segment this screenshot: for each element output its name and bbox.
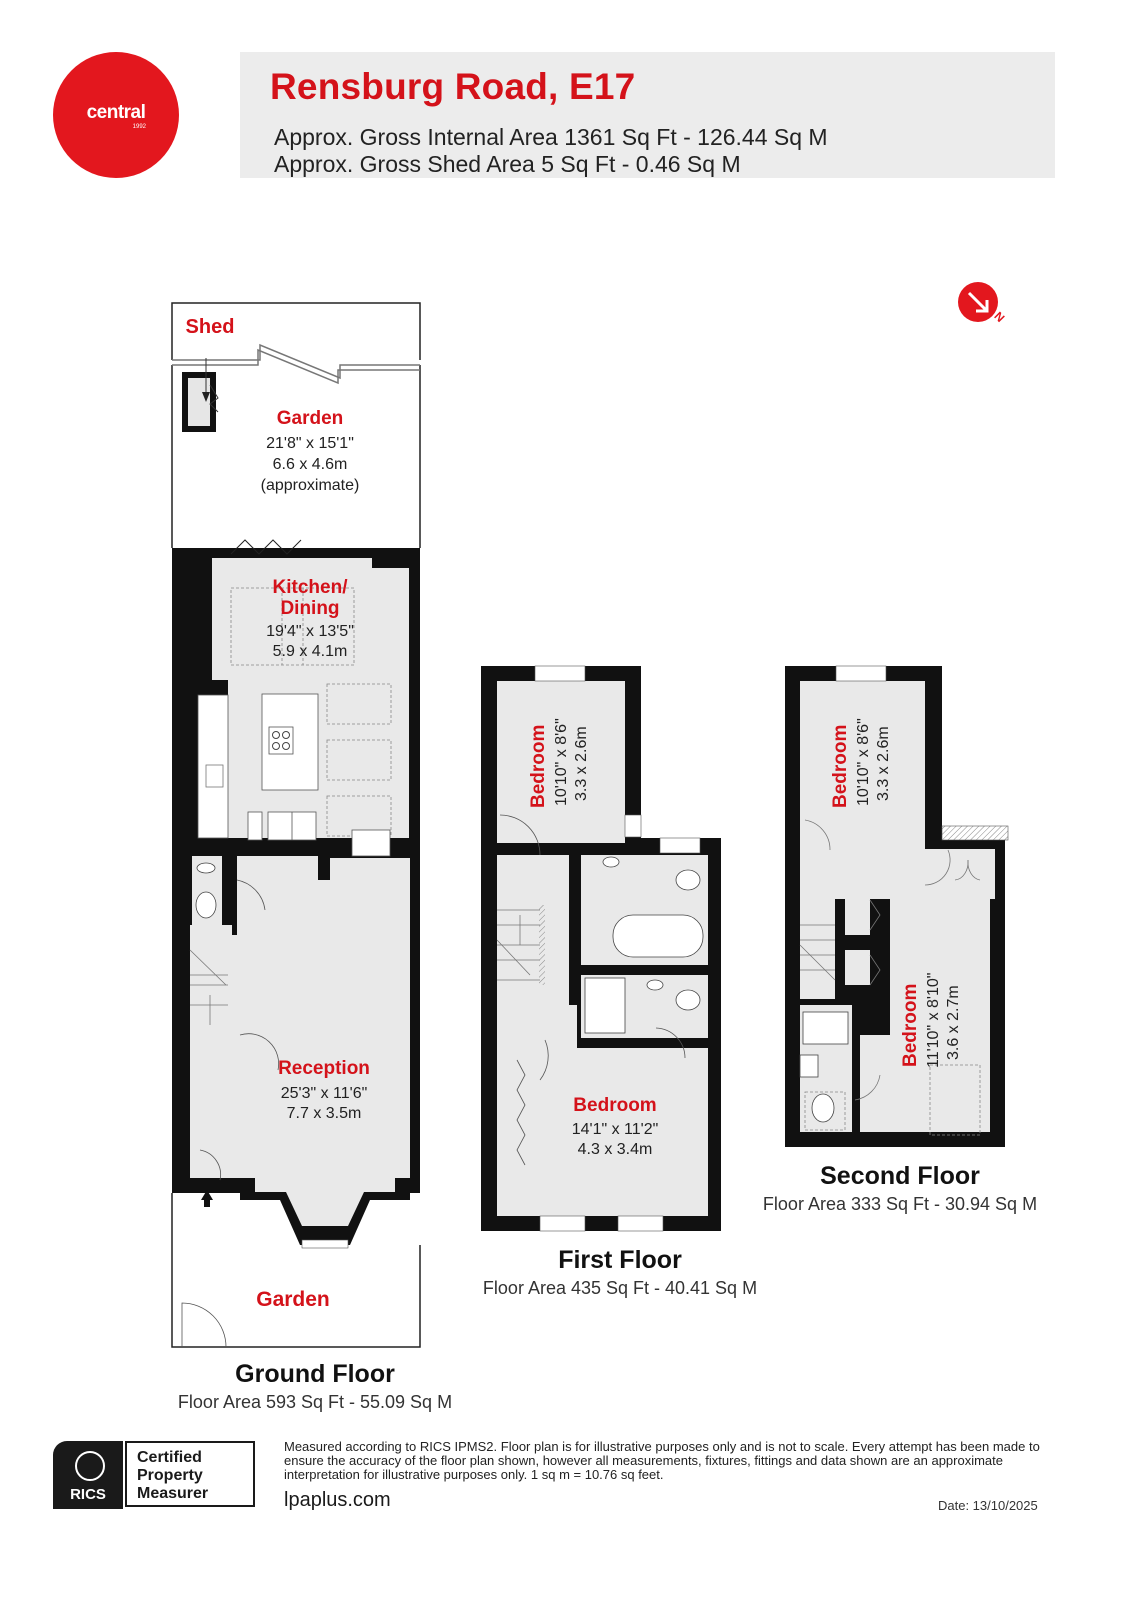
kitchen-dims-metric: 5.9 x 4.1m [272,643,348,660]
first-bedroom-2-dims-imperial: 14'1" x 11'2" [571,1121,659,1138]
rics-lion-icon [75,1451,105,1481]
ground-floor-title: Ground Floor [235,1360,395,1388]
certified-measurer-badge: Certified Property Measurer [125,1441,255,1507]
header-banner [240,52,1055,178]
ground-rear-garden [171,302,421,548]
shed-structure [182,358,219,432]
room-label-reception: Reception [278,1058,370,1079]
second-floor-title: Second Floor [820,1162,980,1190]
certified-line-1: Certified [137,1449,202,1466]
first-floor-plan [481,665,721,1232]
rear-garden-dims-metric: 6.6 x 4.6m [272,456,348,473]
second-bedroom-1-dims-metric: 3.3 x 2.6m [875,726,892,801]
logo-year: 1992 [132,124,146,130]
plan-date: Date: 13/10/2025 [938,1498,1038,1513]
reception-dims-metric: 7.7 x 3.5m [286,1105,362,1122]
logo-name: central [86,102,146,123]
first-bedroom-1-dims-imperial: 10'10" x 8'6" [553,718,570,806]
rics-logo: RICS [53,1441,123,1509]
room-label-second-bedroom-1: Bedroom [830,724,851,808]
rear-garden-note: (approximate) [260,477,360,494]
ground-house [172,539,420,1249]
room-label-rear-garden: Garden [276,408,344,429]
certified-line-2: Property [137,1467,203,1484]
first-floor-title: First Floor [558,1246,682,1274]
website-link[interactable]: lpaplus.com [284,1489,391,1511]
second-bedroom-2-dims-metric: 3.6 x 2.7m [945,985,962,1060]
gross-internal-area: Approx. Gross Internal Area 1361 Sq Ft -… [274,124,828,150]
disclaimer-text: Measured according to RICS IPMS2. Floor … [284,1439,1040,1482]
room-label-first-bedroom-2: Bedroom [573,1095,657,1116]
room-label-front-garden: Garden [256,1288,330,1311]
first-bedroom-1-dims-metric: 3.3 x 2.6m [573,726,590,801]
central-logo: central 1992 [53,52,179,178]
room-label-first-bedroom-1: Bedroom [528,724,549,808]
rear-garden-dims-imperial: 21'8" x 15'1" [266,435,354,452]
reception-dims-imperial: 25'3" x 11'6" [280,1085,368,1102]
room-label-second-bedroom-2: Bedroom [900,983,921,1067]
certified-line-3: Measurer [137,1485,209,1502]
first-floor-area: Floor Area 435 Sq Ft - 40.41 Sq M [482,1278,758,1298]
rics-label: RICS [70,1486,106,1503]
ground-floor-area: Floor Area 593 Sq Ft - 55.09 Sq M [177,1392,453,1412]
room-label-dining: Dining [280,598,340,619]
room-label-kitchen: Kitchen/ [272,577,348,598]
kitchen-dims-imperial: 19'4" x 13'5" [266,623,354,640]
second-bedroom-1-dims-imperial: 10'10" x 8'6" [855,718,872,806]
room-label-shed: Shed [185,316,235,338]
second-bedroom-2-dims-imperial: 11'10" x 8'10" [925,972,942,1068]
second-floor-area: Floor Area 333 Sq Ft - 30.94 Sq M [762,1194,1038,1214]
first-bedroom-2-dims-metric: 4.3 x 3.4m [577,1141,653,1158]
gross-shed-area: Approx. Gross Shed Area 5 Sq Ft - 0.46 S… [274,151,741,177]
property-title: Rensburg Road, E17 [270,66,636,107]
ground-front-garden [171,1190,421,1348]
second-floor-plan [785,665,1009,1147]
north-arrow-icon [958,282,998,322]
